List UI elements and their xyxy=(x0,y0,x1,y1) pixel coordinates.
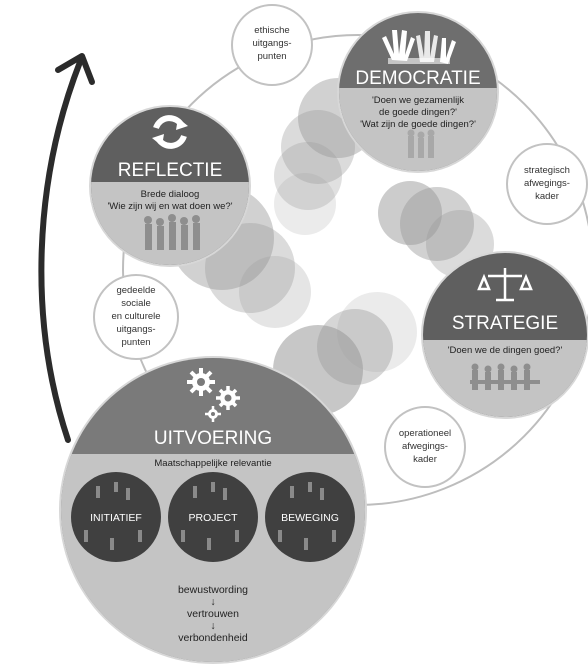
connector-strategisch-line: strategisch xyxy=(524,165,570,176)
topic-reflectie: REFLECTIE Brede dialoog 'Wie zijn wij en… xyxy=(89,105,251,267)
topic-strategie: STRATEGIE 'Doen we de dingen goed?' xyxy=(421,251,588,419)
connector-strategisch-line: afwegings- xyxy=(524,178,570,189)
step-label: vertrouwen xyxy=(187,608,239,620)
node-label: PROJECT xyxy=(188,512,238,524)
connector-operationeel-line: operationeel xyxy=(399,428,451,439)
step-arrow-icon: ↓ xyxy=(210,596,215,608)
node-initiatief: INITIATIEF xyxy=(71,472,161,562)
people-silhouettes xyxy=(144,214,200,250)
uitvoering-band-label: Maatschappelijke relevantie xyxy=(154,458,271,469)
strategie-text: 'Doen we de dingen goed?' xyxy=(448,345,563,356)
step-label: bewustwording xyxy=(178,584,248,596)
connector-operationeel-line: afwegings- xyxy=(402,441,448,452)
reflectie-text: 'Wie zijn wij en wat doen we?' xyxy=(107,201,232,212)
strategie-title: STRATEGIE xyxy=(452,313,558,334)
connector-gedeelde-line: en culturele xyxy=(111,311,160,322)
people-silhouettes xyxy=(470,363,540,390)
connector-gedeelde-line: uitgangs- xyxy=(116,324,155,335)
topic-democratie: DEMOCRATIE 'Doen we gezamenlijk de goede… xyxy=(337,11,499,173)
node-label: INITIATIEF xyxy=(90,512,142,524)
node-label: BEWEGING xyxy=(281,512,339,524)
connector-gedeelde-line: punten xyxy=(121,337,150,348)
democratie-text: 'Wat zijn de goede dingen?' xyxy=(360,119,476,130)
uitvoering-title: UITVOERING xyxy=(154,428,272,449)
democratie-text: 'Doen we gezamenlijk xyxy=(372,95,464,106)
democratie-text: de goede dingen?' xyxy=(379,107,457,118)
balance-scale-icon xyxy=(477,268,533,302)
connector-gedeelde-line: gedeelde xyxy=(116,285,155,296)
refresh-arrows-icon xyxy=(152,115,188,149)
democratie-title: DEMOCRATIE xyxy=(355,68,480,89)
connector-ethische-line: ethische xyxy=(254,25,289,36)
gears-icon xyxy=(187,368,240,422)
topic-uitvoering: UITVOERING Maatschappelijke relevantie I… xyxy=(59,356,367,664)
people-silhouettes xyxy=(407,129,435,158)
connector-ethische-line: uitgangs- xyxy=(252,38,291,49)
connector-operationeel-line: kader xyxy=(413,454,437,465)
connector-strategisch-line: kader xyxy=(535,191,559,202)
node-project: PROJECT xyxy=(168,472,258,562)
connector-gedeelde: gedeelde sociale en culturele uitgangs- … xyxy=(93,274,179,360)
connector-operationeel: operationeel afwegings- kader xyxy=(384,406,466,488)
connector-gedeelde-line: sociale xyxy=(121,298,151,309)
connector-strategisch: strategisch afwegings- kader xyxy=(506,143,588,225)
reflectie-text: Brede dialoog xyxy=(141,189,200,200)
step-label: verbondenheid xyxy=(178,632,248,644)
reflectie-title: REFLECTIE xyxy=(118,160,223,181)
connector-ethische-line: punten xyxy=(257,51,286,62)
cycle-arrow xyxy=(38,53,95,443)
step-arrow-icon: ↓ xyxy=(210,620,215,632)
node-beweging: BEWEGING xyxy=(265,472,355,562)
connector-ethische: ethische uitgangs- punten xyxy=(231,4,313,86)
raised-hands-icon xyxy=(382,30,456,64)
